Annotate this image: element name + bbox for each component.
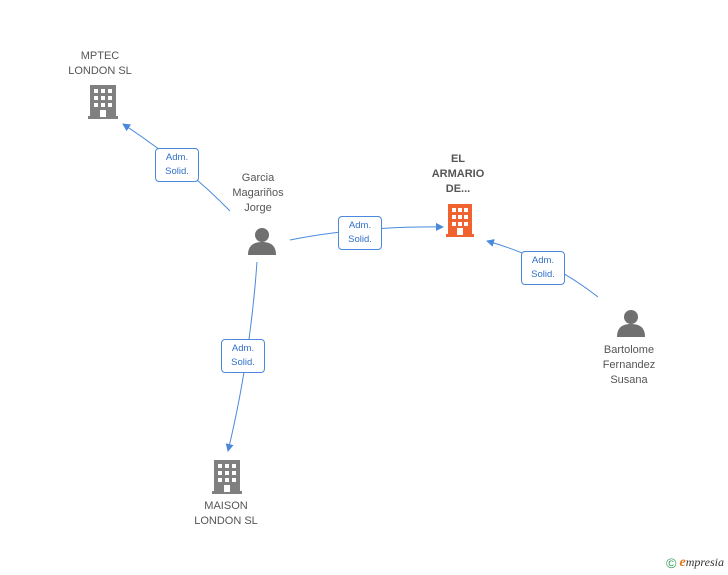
- node-label-garcia[interactable]: Garcia Magariños Jorge: [232, 172, 284, 214]
- edge-label-garcia-maison: Adm. Solid.: [221, 339, 265, 373]
- edge-label-line2: Solid.: [165, 166, 189, 177]
- node-label-maison[interactable]: MAISON LONDON SL: [194, 500, 258, 527]
- building-icon[interactable]: [88, 85, 118, 119]
- edge-label-bartolome-armario: Adm. Solid.: [521, 251, 565, 285]
- node-label-armario[interactable]: EL ARMARIO DE...: [431, 153, 485, 195]
- edge-label-line1: Adm.: [531, 255, 555, 266]
- edge-label-line1: Adm.: [231, 343, 255, 354]
- edge-label-line1: Adm.: [165, 152, 189, 163]
- node-label-bartolome[interactable]: Bartolome Fernandez Susana: [602, 344, 656, 386]
- edge-label-garcia-mptec: Adm. Solid.: [155, 148, 199, 182]
- edge-label-line2: Solid.: [348, 234, 372, 245]
- person-icon[interactable]: [617, 310, 645, 337]
- building-icon[interactable]: [446, 204, 474, 237]
- building-icon[interactable]: [212, 460, 242, 494]
- copyright-symbol: ©: [666, 555, 677, 571]
- edge-label-garcia-armario: Adm. Solid.: [338, 216, 382, 250]
- person-icon[interactable]: [248, 228, 276, 255]
- edge-label-line2: Solid.: [531, 269, 555, 280]
- edge-label-line2: Solid.: [231, 357, 255, 368]
- node-label-mptec[interactable]: MPTEC LONDON SL: [68, 50, 132, 77]
- empresia-watermark: © empresia: [666, 555, 724, 571]
- edge-label-line1: Adm.: [348, 220, 372, 231]
- brand-logo: empresia: [679, 554, 724, 570]
